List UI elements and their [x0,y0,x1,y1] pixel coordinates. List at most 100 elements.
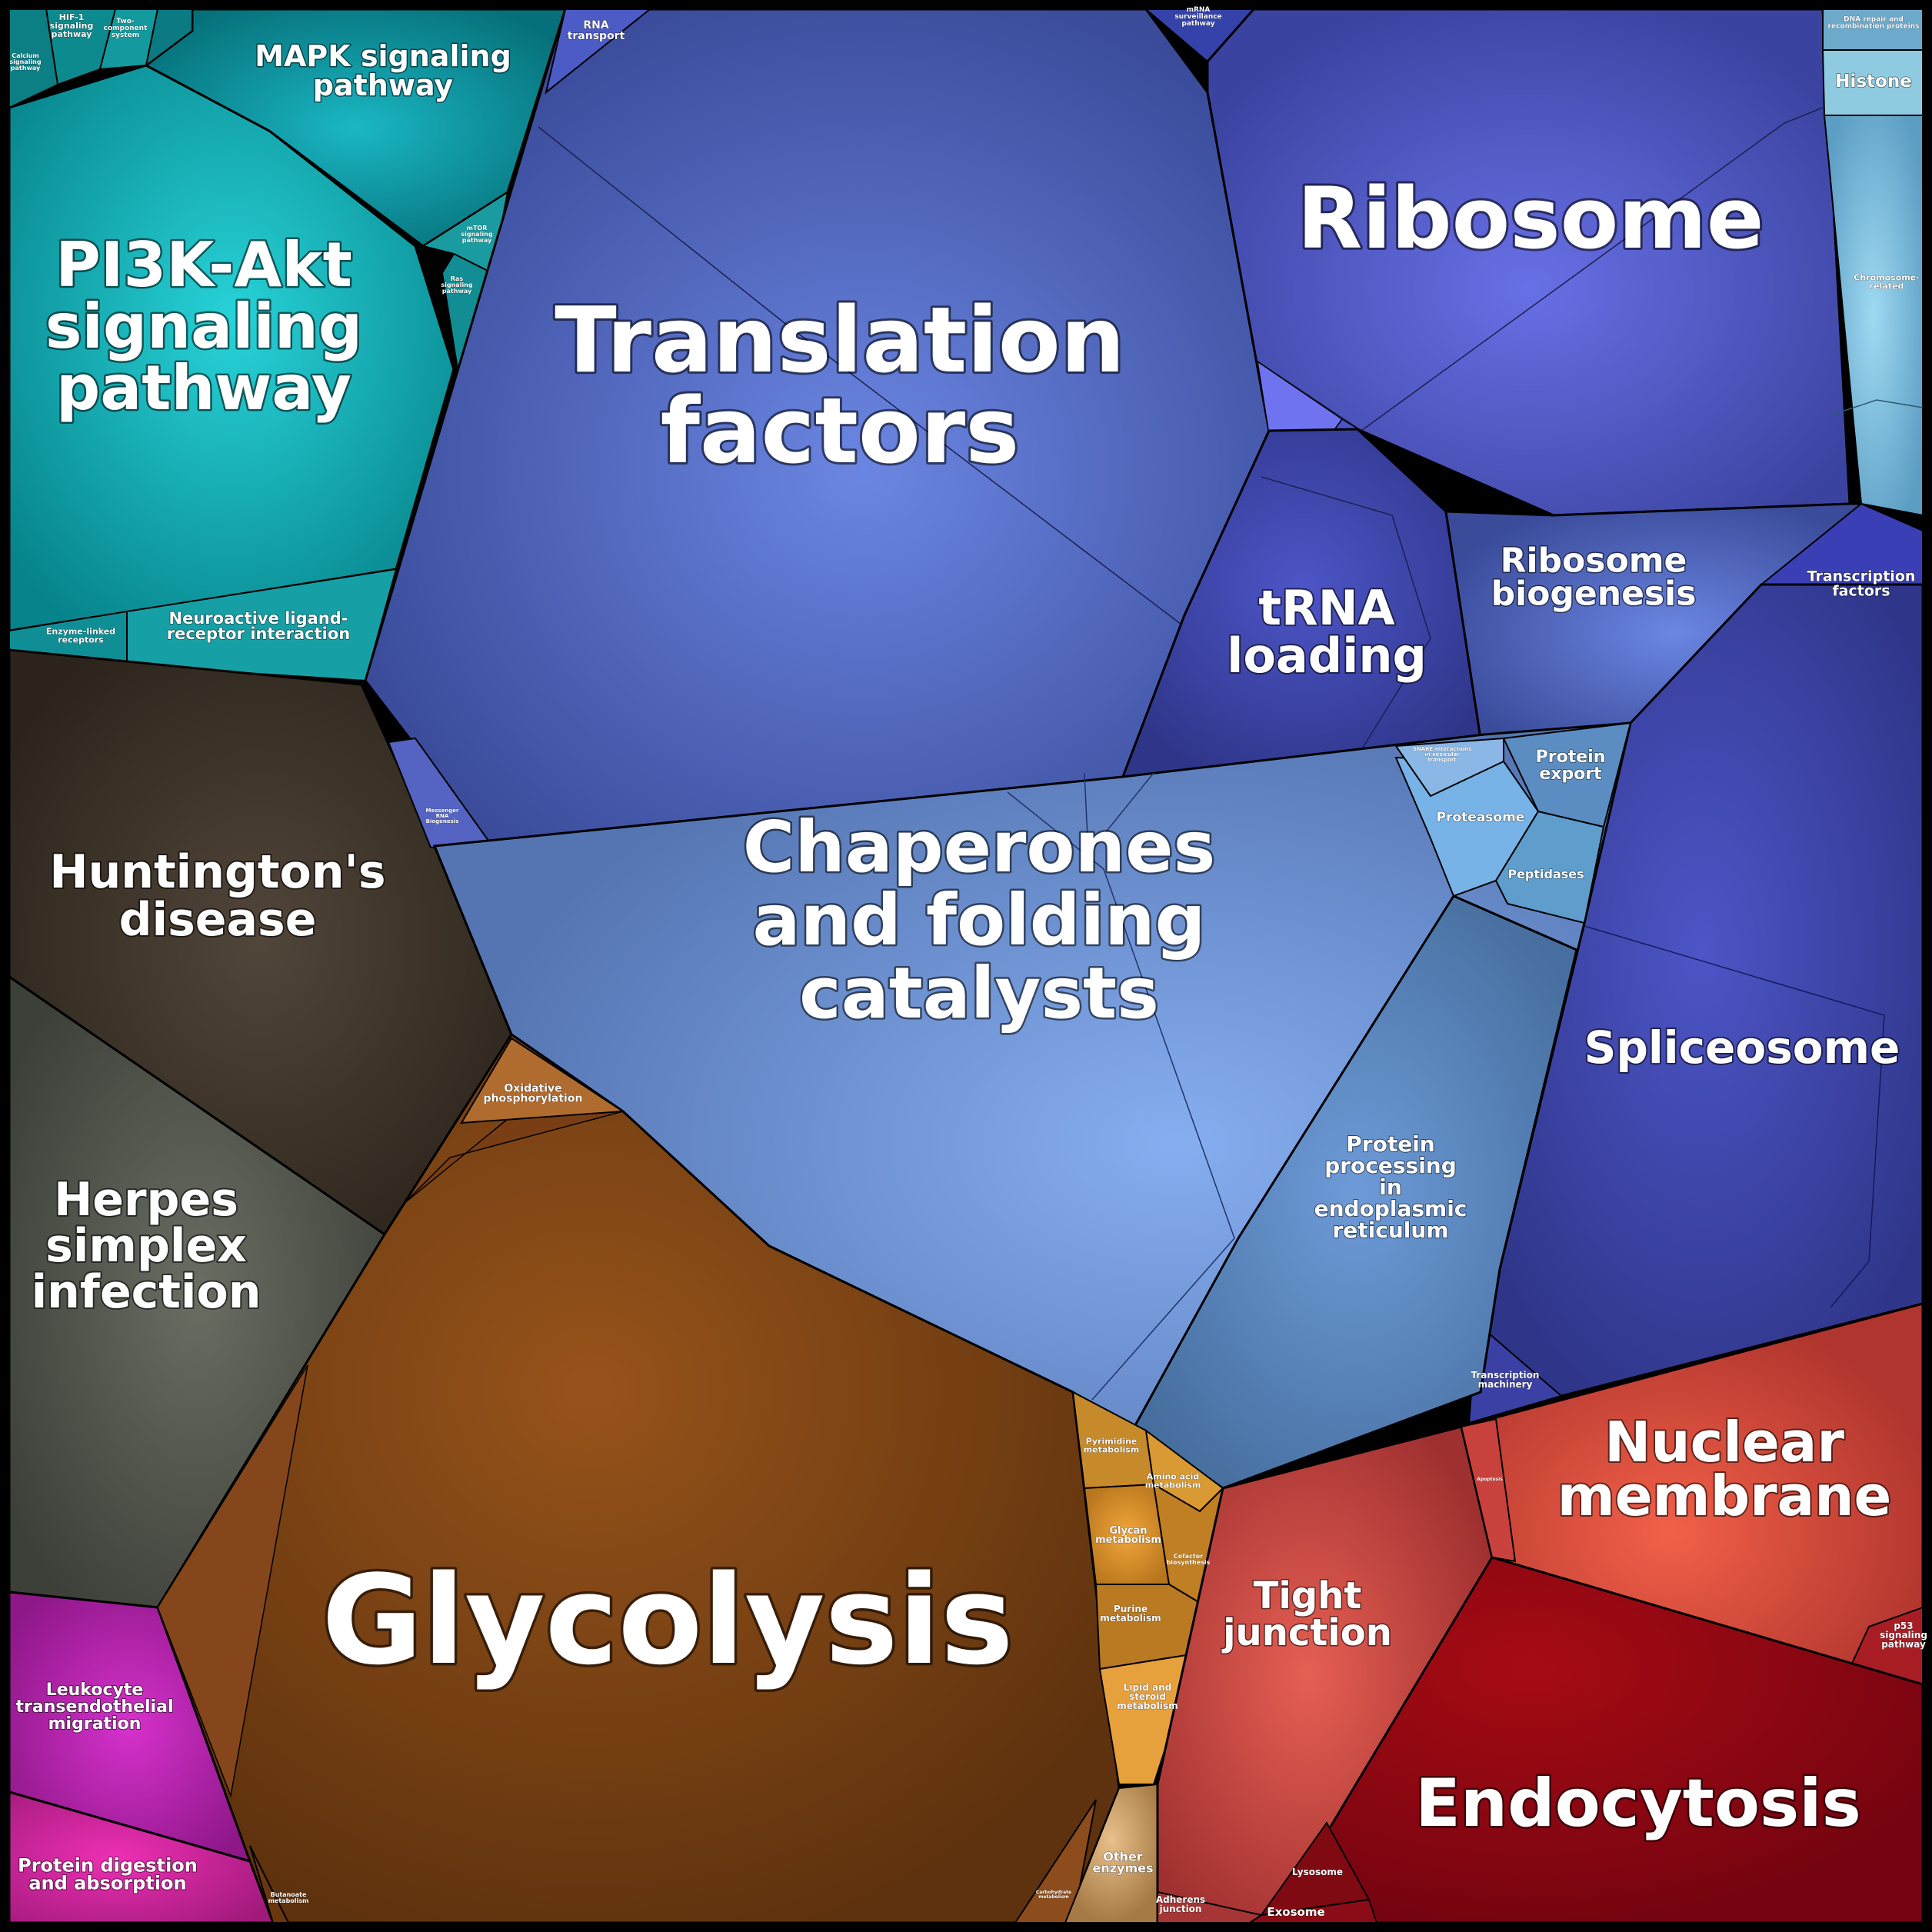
label-line: Lysosome [1292,1867,1343,1877]
group-signaling [8,8,568,682]
divider-line [1084,772,1154,856]
label-line: Histone [1835,72,1912,92]
label-line: Leukocyte [46,1681,144,1700]
label-line: pathway [11,65,41,72]
label-line: Herpes [54,1173,238,1227]
label-line: Cofactor [1174,1553,1203,1560]
label-line: biosynthesis [1167,1559,1211,1566]
label-line: RNA [436,813,449,819]
label-line: SNARE interactions [1413,746,1471,752]
label-line: pathway [56,352,351,424]
label-endocytosis: Endocytosis [1415,1765,1861,1842]
label-line: pathway [52,29,92,39]
label-histone: Histone [1835,72,1912,92]
label-line: signaling [461,231,493,238]
label-line: reticulum [1332,1217,1448,1243]
label-line: phosphorylation [484,1093,583,1105]
divider-line [1257,107,1824,431]
label-line: Ras [451,275,464,282]
divider-line [1007,791,1235,1401]
label-glycolysis: Glycolysis [321,1548,1014,1692]
label-line: metabolism [1084,1445,1140,1455]
label-line: and absorption [28,1873,186,1894]
label-line: mRNA [1187,6,1211,14]
label-lysosome: Lysosome [1292,1867,1343,1877]
label-line: Messenger [426,808,460,814]
divider-line [1830,399,1924,416]
label-line: surveillance [1174,13,1221,21]
label-line: Neuroactive ligand- [169,609,348,628]
cell-oxidative-phosphorylation[interactable] [460,1037,626,1124]
label-line: Proteasome [1437,810,1525,825]
label-line: related [1870,281,1904,291]
label-line: Spliceosome [1584,1021,1900,1074]
label-line: pathway [1181,20,1214,28]
label-line: system [112,32,139,39]
divider-line [538,126,1185,628]
label-line: Adherens [1156,1894,1205,1905]
label-line: factors [661,378,1020,484]
label-line: loading [1227,628,1427,684]
label-line: recombination proteins [1828,23,1920,31]
label-spliceosome: Spliceosome [1584,1021,1900,1074]
label-line: Oxidative [504,1083,561,1095]
cell-protein-processing-er[interactable] [1133,894,1578,1490]
cell-protein-export[interactable] [1502,721,1632,828]
label-line: Protein digestion [18,1855,198,1877]
label-line: pathway [442,288,472,295]
cell-snare[interactable] [1394,737,1504,798]
label-line: metabolism [1095,1534,1161,1546]
label-peptidases: Peptidases [1507,867,1584,881]
label-line: biogenesis [1491,575,1697,614]
label-line: Butanoate [271,1891,307,1898]
label-line: in [1379,1174,1402,1200]
label-line: transport [1427,757,1457,763]
label-line: Ribosome [1297,169,1764,268]
cell-apoptosis[interactable] [1460,1417,1517,1563]
label-line: component [104,25,148,32]
label-line: pathway [1881,1639,1926,1650]
label-line: Translation [555,287,1125,393]
divider-line [1261,476,1431,751]
label-line: metabolism [268,1897,309,1904]
label-line: Peptidases [1507,867,1584,881]
label-line: DNA repair and [1844,16,1904,24]
cell-peptidases[interactable] [1494,810,1605,924]
cell-glycolysis-side-a[interactable] [157,1364,308,1798]
label-line: RNA [583,19,608,32]
label-line: signaling [9,58,42,65]
label-chromosome-related: Chromosome-related [1854,273,1920,291]
label-line: metabolism [1117,1700,1178,1711]
label-line: transendothelial [16,1697,174,1717]
label-line: pathway [462,237,492,244]
label-apoptosis: Apoptosis [1477,1477,1503,1482]
label-neuroactive: Neuroactive ligand-receptor interaction [167,609,350,643]
label-line: signaling [50,21,94,31]
label-line: Glycan [1109,1525,1147,1537]
